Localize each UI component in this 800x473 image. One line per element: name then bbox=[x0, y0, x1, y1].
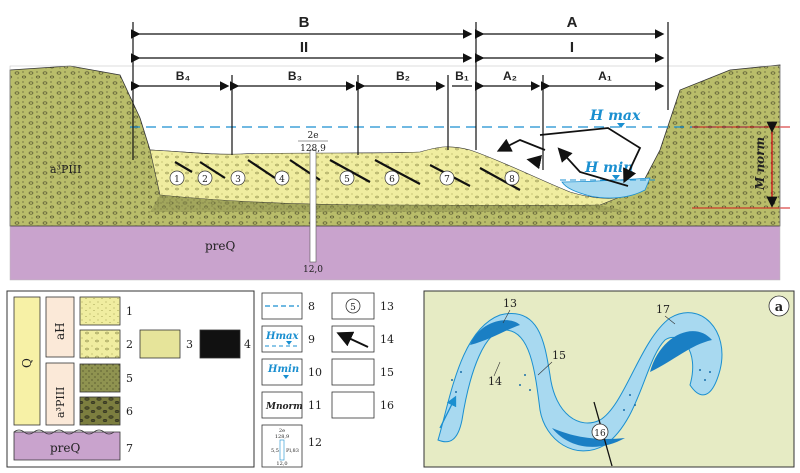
legend-preq-band bbox=[13, 431, 121, 461]
legend-num-4: 4 bbox=[244, 338, 251, 351]
plan-label-14: 14 bbox=[488, 375, 502, 388]
legend-a3p-box bbox=[45, 362, 75, 426]
legend-q-label: Q bbox=[20, 358, 34, 368]
legend-bh-elev: 128,9 bbox=[275, 434, 289, 440]
hmin-label: H min bbox=[584, 160, 633, 176]
legend-num-3: 3 bbox=[186, 338, 193, 351]
legend-symbols: 8 Hmax 9 Hmin 10 Mnorm 11 2e 128,9 5,5 P… bbox=[261, 292, 394, 468]
zone-b-label: B bbox=[299, 14, 310, 31]
plan-flow-arrow bbox=[439, 395, 457, 429]
zone-b4-label: B₄ bbox=[176, 69, 191, 83]
legend-num-5: 5 bbox=[126, 372, 133, 385]
circle-label-5: 5 bbox=[344, 175, 350, 185]
plan-channel bbox=[437, 312, 723, 452]
circle-label-3: 3 bbox=[235, 175, 241, 185]
section-circles: 1 2 3 4 5 6 7 8 bbox=[169, 170, 520, 186]
legend-num-7: 7 bbox=[126, 442, 133, 455]
flow-arrows bbox=[496, 127, 642, 187]
plan-label-16: 16 bbox=[594, 429, 606, 439]
plan-bar-13 bbox=[470, 320, 520, 345]
legend-bh-right: Pl,83 bbox=[286, 448, 299, 454]
legend-num-8: 8 bbox=[308, 300, 315, 313]
cross-section: 1 2 3 4 5 6 7 8 2e 128,9 12,0 H max H mi… bbox=[9, 64, 790, 281]
legend-hmin-symbol: Hmin bbox=[267, 364, 299, 375]
bedrock-layer bbox=[10, 226, 780, 280]
legend-bh-top: 2e bbox=[279, 428, 285, 434]
legend-q-column bbox=[13, 296, 41, 426]
plan-label-17: 17 bbox=[656, 303, 670, 316]
legend-swatch-5 bbox=[79, 363, 121, 393]
bedrock-label: preQ bbox=[205, 239, 236, 253]
terrace-label: a³PIII bbox=[50, 163, 81, 176]
legend-num-16: 16 bbox=[380, 399, 394, 412]
zone-a2-label: A₂ bbox=[503, 69, 517, 83]
legend-lithology: Q aH a³PIII preQ 1 2 5 6 7 3 4 bbox=[6, 290, 255, 468]
zone-b1-label: B₁ bbox=[455, 69, 469, 83]
legend-ah-label: aH bbox=[53, 322, 67, 340]
zone-a1-label: A₁ bbox=[598, 69, 612, 83]
legend-num-12: 12 bbox=[308, 436, 322, 449]
borehole-depth: 12,0 bbox=[303, 265, 323, 275]
zone-a-label: A bbox=[567, 14, 578, 31]
legend-num-1: 1 bbox=[126, 305, 133, 318]
legend-swatch-6 bbox=[79, 396, 121, 426]
legend-num-14: 14 bbox=[380, 333, 394, 346]
legend-ah-box bbox=[45, 296, 75, 358]
hmax-label: H max bbox=[589, 108, 641, 124]
legend-swatch-4 bbox=[199, 329, 241, 359]
borehole-elevation: 128,9 bbox=[300, 144, 326, 154]
legend-num-15: 15 bbox=[380, 366, 394, 379]
circle-label-4: 4 bbox=[279, 175, 285, 185]
legend-swatch-1 bbox=[79, 296, 121, 326]
legend-mnorm-symbol: Mnorm bbox=[265, 402, 303, 412]
circle-label-1: 1 bbox=[174, 175, 180, 185]
zone-i-label: I bbox=[570, 39, 574, 56]
zone-b2-label: B₂ bbox=[396, 69, 410, 83]
plan-bar-17 bbox=[650, 331, 712, 372]
lower-gravel bbox=[150, 195, 630, 212]
zone-b3-label: B₃ bbox=[288, 69, 302, 83]
plan-bar-16 bbox=[552, 428, 625, 447]
plan-view: 16 13 14 15 17 a bbox=[423, 290, 795, 468]
circle-label-8: 8 bbox=[509, 175, 515, 185]
circle-label-2: 2 bbox=[202, 175, 208, 185]
legend-a3p-label: a³PIII bbox=[54, 387, 67, 418]
zone-ii-label: II bbox=[300, 39, 308, 56]
legend-circle-symbol: 5 bbox=[350, 303, 356, 313]
legend-hmax-symbol: Hmax bbox=[265, 331, 300, 342]
legend-num-9: 9 bbox=[308, 333, 315, 346]
m-norm-label: M norm bbox=[753, 137, 767, 191]
plan-label-13: 13 bbox=[503, 297, 517, 310]
legend-num-10: 10 bbox=[308, 366, 322, 379]
legend-num-6: 6 bbox=[126, 405, 133, 418]
circle-label-6: 6 bbox=[389, 175, 395, 185]
legend-preq-label: preQ bbox=[50, 441, 81, 455]
legend-num-11: 11 bbox=[308, 399, 322, 412]
borehole bbox=[309, 149, 317, 263]
borehole-number: 2e bbox=[307, 131, 318, 141]
plan-tag: a bbox=[775, 300, 784, 315]
legend-swatch-2 bbox=[79, 329, 121, 359]
legend-bh-depth: 12,0 bbox=[276, 461, 287, 467]
legend-num-2: 2 bbox=[126, 338, 133, 351]
plan-dots bbox=[451, 369, 711, 411]
legend-swatch-3 bbox=[139, 329, 181, 359]
circle-label-7: 7 bbox=[444, 175, 450, 185]
legend-num-13: 13 bbox=[380, 300, 394, 313]
zone-dimensions bbox=[130, 22, 669, 170]
legend-bh-left: 5,5 bbox=[271, 448, 279, 454]
plan-label-15: 15 bbox=[552, 349, 566, 362]
